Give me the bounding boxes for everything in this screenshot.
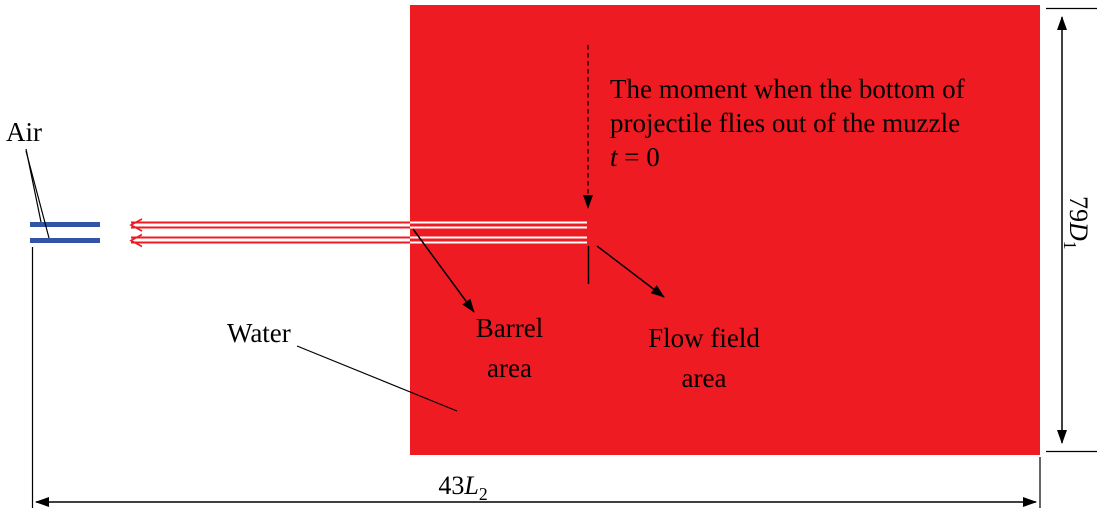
barrel-area-label-line1: Barrel [475, 313, 544, 343]
width-dimension [31, 247, 1041, 508]
flow-field-area-arrow [596, 245, 665, 298]
moment-line-3: t = 0 [610, 140, 965, 174]
height-dimension-subscript: 1 [1059, 240, 1080, 250]
flow-field-area-label-line2: area [681, 363, 727, 393]
flow-field-area-label: Flow field area [625, 318, 783, 398]
moment-t-equation: = 0 [617, 142, 660, 172]
air-label: Air [6, 117, 42, 147]
barrel-area-arrow [412, 228, 475, 313]
height-dimension-label: 79D1 [1059, 196, 1094, 250]
moment-t-variable: t [610, 142, 618, 172]
height-dimension-value: 79 [1064, 196, 1093, 222]
barrel-area-label-line2: area [487, 353, 532, 383]
moment-line-1: The moment when the bottom of [610, 74, 965, 104]
height-dimension [1046, 7, 1097, 453]
moment-annotation: The moment when the bottom of projectile… [610, 72, 965, 174]
width-dimension-label: 43L2 [413, 470, 513, 505]
width-dimension-symbol: L [464, 471, 479, 500]
barrel-lines-outside-field [129, 218, 410, 248]
air-leader-lines [25, 148, 50, 239]
flow-field-area-label-line1: Flow field [648, 323, 760, 353]
barrel-lines-inside-field [410, 221, 587, 244]
flow-field-region [410, 5, 1040, 455]
width-dimension-subscript: 2 [478, 484, 488, 505]
width-dimension-value: 43 [438, 471, 465, 500]
air-inlet-lines [30, 222, 100, 243]
water-leader-line [296, 345, 458, 412]
moment-line-2: projectile flies out of the muzzle [610, 108, 961, 138]
water-label: Water [227, 318, 291, 348]
barrel-area-label: Barrel area [452, 308, 567, 388]
height-dimension-symbol: D [1064, 222, 1093, 241]
